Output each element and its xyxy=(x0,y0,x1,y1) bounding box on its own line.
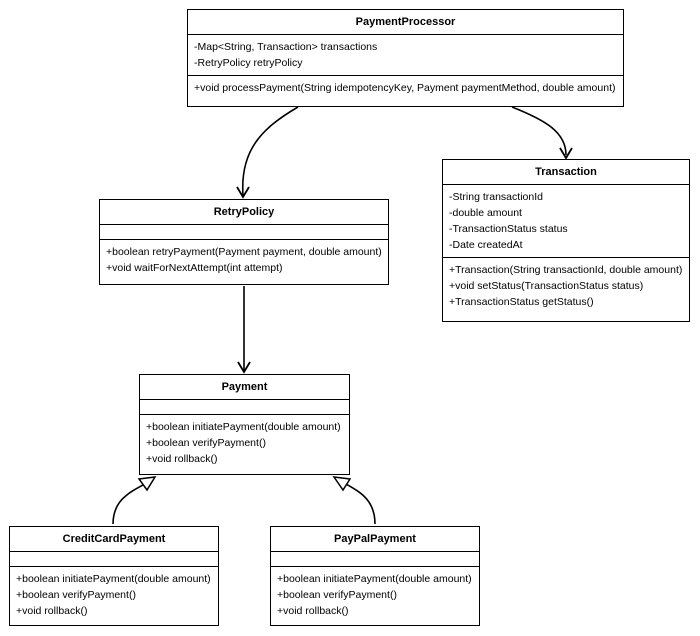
inheritance-triangle-creditcard xyxy=(137,476,157,492)
edge-processor-to-transaction xyxy=(511,106,567,156)
attribute-list xyxy=(271,552,479,567)
method: +boolean initiatePayment(double amount) xyxy=(146,421,341,433)
method-list: +boolean initiatePayment(double amount) … xyxy=(10,567,218,623)
class-retry-policy[interactable]: RetryPolicy +boolean retryPayment(Paymen… xyxy=(99,199,389,285)
method: +void processPayment(String idempotencyK… xyxy=(194,82,616,94)
attribute: -Date createdAt xyxy=(449,239,523,251)
class-name: Payment xyxy=(140,375,349,400)
class-name: CreditCardPayment xyxy=(10,527,218,552)
class-name: RetryPolicy xyxy=(100,200,388,225)
edge-paypal-to-payment xyxy=(345,483,376,525)
arrowhead-payment xyxy=(237,361,251,374)
edge-processor-to-retrypolicy xyxy=(241,106,299,196)
attribute: -TransactionStatus status xyxy=(449,223,568,235)
attribute-list xyxy=(10,552,218,567)
attribute: -String transactionId xyxy=(449,191,543,203)
method: +void setStatus(TransactionStatus status… xyxy=(449,280,644,292)
edge-creditcard-to-payment xyxy=(112,483,146,525)
attribute: -Map<String, Transaction> transactions xyxy=(194,41,378,53)
method: +boolean verifyPayment() xyxy=(16,589,136,601)
class-transaction[interactable]: Transaction -String transactionId -doubl… xyxy=(442,159,690,322)
method: +TransactionStatus getStatus() xyxy=(449,296,594,308)
method: +boolean verifyPayment() xyxy=(277,589,397,601)
method-list: +Transaction(String transactionId, doubl… xyxy=(443,258,689,314)
method: +void rollback() xyxy=(146,453,218,465)
method: +Transaction(String transactionId, doubl… xyxy=(449,264,683,276)
class-name: PayPalPayment xyxy=(271,527,479,552)
method: +boolean retryPayment(Payment payment, d… xyxy=(106,246,382,258)
method: +boolean initiatePayment(double amount) xyxy=(277,573,472,585)
method-list: +boolean initiatePayment(double amount) … xyxy=(271,567,479,623)
arrowhead-retrypolicy xyxy=(236,186,250,199)
class-paypal-payment[interactable]: PayPalPayment +boolean initiatePayment(d… xyxy=(270,526,480,626)
method-list: +boolean retryPayment(Payment payment, d… xyxy=(100,240,388,280)
method: +void rollback() xyxy=(277,605,349,617)
inheritance-triangle-paypal xyxy=(332,476,352,492)
class-name: PaymentProcessor xyxy=(188,10,623,35)
method-list: +void processPayment(String idempotencyK… xyxy=(188,76,623,100)
arrowhead-transaction xyxy=(559,147,573,160)
attribute: -double amount xyxy=(449,207,522,219)
attribute-list: -String transactionId -double amount -Tr… xyxy=(443,185,689,258)
method: +boolean initiatePayment(double amount) xyxy=(16,573,211,585)
attribute-list xyxy=(100,225,388,240)
class-credit-card-payment[interactable]: CreditCardPayment +boolean initiatePayme… xyxy=(9,526,219,626)
class-payment-processor[interactable]: PaymentProcessor -Map<String, Transactio… xyxy=(187,9,624,107)
method-list: +boolean initiatePayment(double amount) … xyxy=(140,415,349,471)
class-payment[interactable]: Payment +boolean initiatePayment(double … xyxy=(139,374,350,475)
method: +void waitForNextAttempt(int attempt) xyxy=(106,262,283,274)
method: +boolean verifyPayment() xyxy=(146,437,266,449)
class-name: Transaction xyxy=(443,160,689,185)
attribute: -RetryPolicy retryPolicy xyxy=(194,57,303,69)
attribute-list xyxy=(140,400,349,415)
method: +void rollback() xyxy=(16,605,88,617)
attribute-list: -Map<String, Transaction> transactions -… xyxy=(188,35,623,76)
